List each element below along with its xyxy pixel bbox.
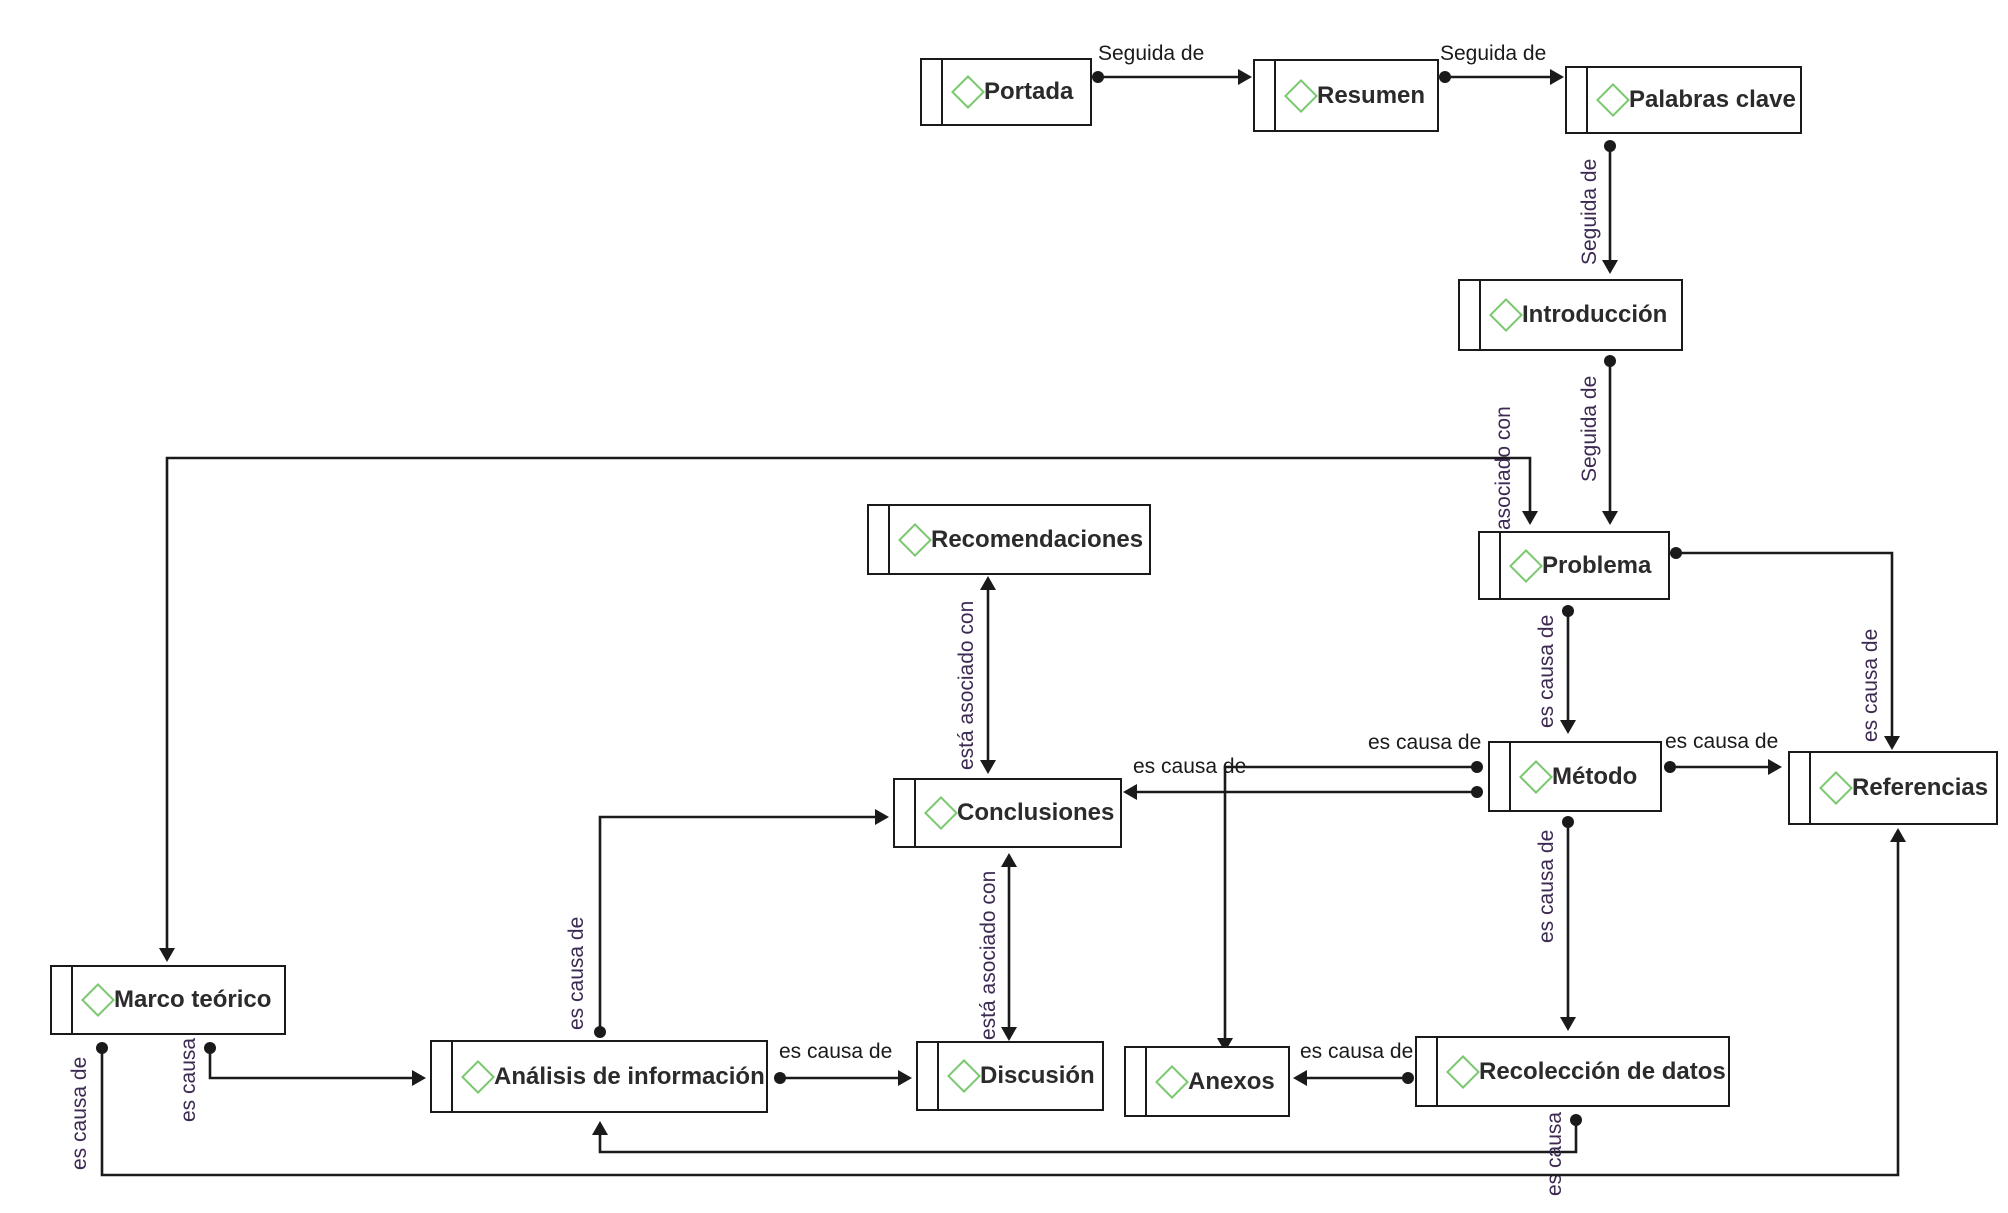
diamond-icon bbox=[924, 796, 958, 830]
node-conclusiones[interactable]: Conclusiones bbox=[893, 778, 1122, 848]
edge-label-problema-referencias: es causa de bbox=[1859, 629, 1882, 742]
edge-label-metodo-referencias: es causa de bbox=[1665, 730, 1778, 753]
node-bar bbox=[1499, 533, 1501, 598]
diamond-icon bbox=[898, 522, 932, 557]
diamond-icon bbox=[951, 75, 985, 109]
node-label: Anexos bbox=[1188, 1067, 1275, 1095]
node-label: Conclusiones bbox=[957, 799, 1115, 826]
edge-label-metodo-anexos: es causa de bbox=[1368, 731, 1481, 754]
node-bar bbox=[937, 1043, 939, 1109]
diamond-icon bbox=[1489, 298, 1523, 332]
node-discusion[interactable]: Discusión bbox=[916, 1041, 1104, 1111]
diamond-icon bbox=[1155, 1064, 1189, 1099]
node-anexos[interactable]: Anexos bbox=[1124, 1046, 1290, 1117]
node-label: Marco teórico bbox=[114, 986, 272, 1013]
edge-resumen-palabras: Seguida de bbox=[1439, 42, 1564, 85]
edge-palabras-intro: Seguida de bbox=[1578, 140, 1618, 274]
edge-recomendaciones-conclusiones: está asociado con bbox=[955, 576, 996, 774]
node-bar bbox=[1586, 68, 1588, 132]
node-bar bbox=[1436, 1038, 1438, 1105]
edge-label-analisis-conclusiones: es causa de bbox=[565, 917, 588, 1030]
edge-metodo-referencias: es causa de bbox=[1664, 730, 1782, 775]
node-referencias[interactable]: Referencias bbox=[1788, 751, 1998, 825]
edge-analisis-conclusiones: es causa de bbox=[565, 809, 889, 1038]
node-bar bbox=[1479, 281, 1481, 349]
diamond-icon bbox=[461, 1059, 495, 1094]
edge-marco-referencias: es causa de bbox=[68, 828, 1906, 1177]
node-bar bbox=[1274, 61, 1276, 130]
node-label: Recomendaciones bbox=[931, 525, 1144, 553]
edge-label-intro-problema: Seguida de bbox=[1578, 376, 1601, 482]
diamond-icon bbox=[1819, 771, 1853, 805]
edge-label-metodo-recoleccion: es causa de bbox=[1535, 830, 1558, 943]
edge-label-metodo-conclusiones: es causa de bbox=[1133, 755, 1246, 778]
edge-label-portada-resumen: Seguida de bbox=[1098, 42, 1204, 65]
node-bar bbox=[1145, 1048, 1147, 1115]
edge-label-asociado-marco: asociado con bbox=[1492, 406, 1515, 530]
diamond-icon bbox=[1596, 83, 1630, 117]
node-label: Discusión bbox=[980, 1062, 1095, 1089]
edge-recoleccion-analisis: es causa bbox=[592, 1112, 1582, 1196]
node-portada[interactable]: Portada bbox=[920, 58, 1092, 126]
diamond-icon bbox=[947, 1059, 981, 1093]
edge-metodo-recoleccion: es causa de bbox=[1535, 816, 1576, 1031]
diamond-icon bbox=[81, 983, 115, 1017]
edge-metodo-conclusiones: es causa de bbox=[1123, 755, 1483, 800]
edge-portada-resumen: Seguida de bbox=[1092, 42, 1252, 85]
edge-label-recoleccion-anexos: es causa de bbox=[1300, 1040, 1413, 1063]
diamond-icon bbox=[1284, 78, 1318, 113]
node-label: Análisis de información bbox=[494, 1062, 765, 1090]
edge-metodo-anexos: es causa de bbox=[1217, 731, 1483, 1052]
edge-label-marco-analisis: es causa bbox=[177, 1038, 200, 1122]
diamond-icon bbox=[1509, 548, 1543, 583]
node-label: Introducción bbox=[1522, 301, 1668, 328]
node-bar bbox=[941, 60, 943, 124]
edge-problema-metodo: es causa de bbox=[1535, 605, 1576, 734]
diamond-icon bbox=[1519, 759, 1553, 794]
edge-label-recomendaciones-conclusiones: está asociado con bbox=[955, 601, 978, 770]
node-label: Recolección de datos bbox=[1479, 1057, 1726, 1085]
node-bar bbox=[1809, 753, 1811, 823]
node-bar bbox=[888, 506, 890, 573]
node-label: Problema bbox=[1542, 551, 1652, 579]
node-marco-teorico[interactable]: Marco teórico bbox=[50, 965, 286, 1035]
edge-label-marco-referencias: es causa de bbox=[68, 1057, 91, 1170]
node-problema[interactable]: Problema bbox=[1478, 531, 1670, 600]
node-recoleccion[interactable]: Recolección de datos bbox=[1415, 1036, 1730, 1107]
node-palabras-clave[interactable]: Palabras clave bbox=[1565, 66, 1802, 134]
edge-intro-problema: Seguida de bbox=[1578, 355, 1618, 525]
edge-marco-analisis: es causa bbox=[177, 1038, 426, 1122]
edge-asociado-marco: asociado con bbox=[159, 406, 1538, 962]
node-bar bbox=[451, 1042, 453, 1111]
node-label: Método bbox=[1552, 762, 1638, 790]
edge-conclusiones-discusion: está asociado con bbox=[977, 853, 1017, 1041]
node-bar bbox=[71, 967, 73, 1033]
diamond-icon bbox=[1446, 1054, 1480, 1089]
edge-recoleccion-anexos: es causa de bbox=[1293, 1040, 1414, 1086]
node-metodo[interactable]: Método bbox=[1488, 741, 1662, 812]
edge-label-conclusiones-discusion: está asociado con bbox=[977, 871, 1000, 1040]
edge-label-resumen-palabras: Seguida de bbox=[1440, 42, 1546, 65]
edge-label-palabras-intro: Seguida de bbox=[1578, 159, 1601, 265]
node-label: Referencias bbox=[1852, 774, 1989, 801]
node-label: Palabras clave bbox=[1629, 86, 1796, 113]
edge-problema-referencias: es causa de bbox=[1670, 547, 1900, 750]
node-label: Portada bbox=[984, 78, 1074, 105]
edge-analisis-discusion: es causa de bbox=[774, 1040, 912, 1086]
node-bar bbox=[914, 780, 916, 846]
edge-label-problema-metodo: es causa de bbox=[1535, 615, 1558, 728]
node-bar bbox=[1509, 743, 1511, 810]
node-analisis[interactable]: Análisis de información bbox=[430, 1040, 768, 1113]
node-resumen[interactable]: Resumen bbox=[1253, 59, 1439, 132]
edge-label-recoleccion-analisis: es causa bbox=[1543, 1112, 1566, 1196]
node-introduccion[interactable]: Introducción bbox=[1458, 279, 1683, 351]
node-recomendaciones[interactable]: Recomendaciones bbox=[867, 504, 1151, 575]
edge-label-analisis-discusion: es causa de bbox=[779, 1040, 892, 1063]
node-label: Resumen bbox=[1317, 81, 1426, 109]
